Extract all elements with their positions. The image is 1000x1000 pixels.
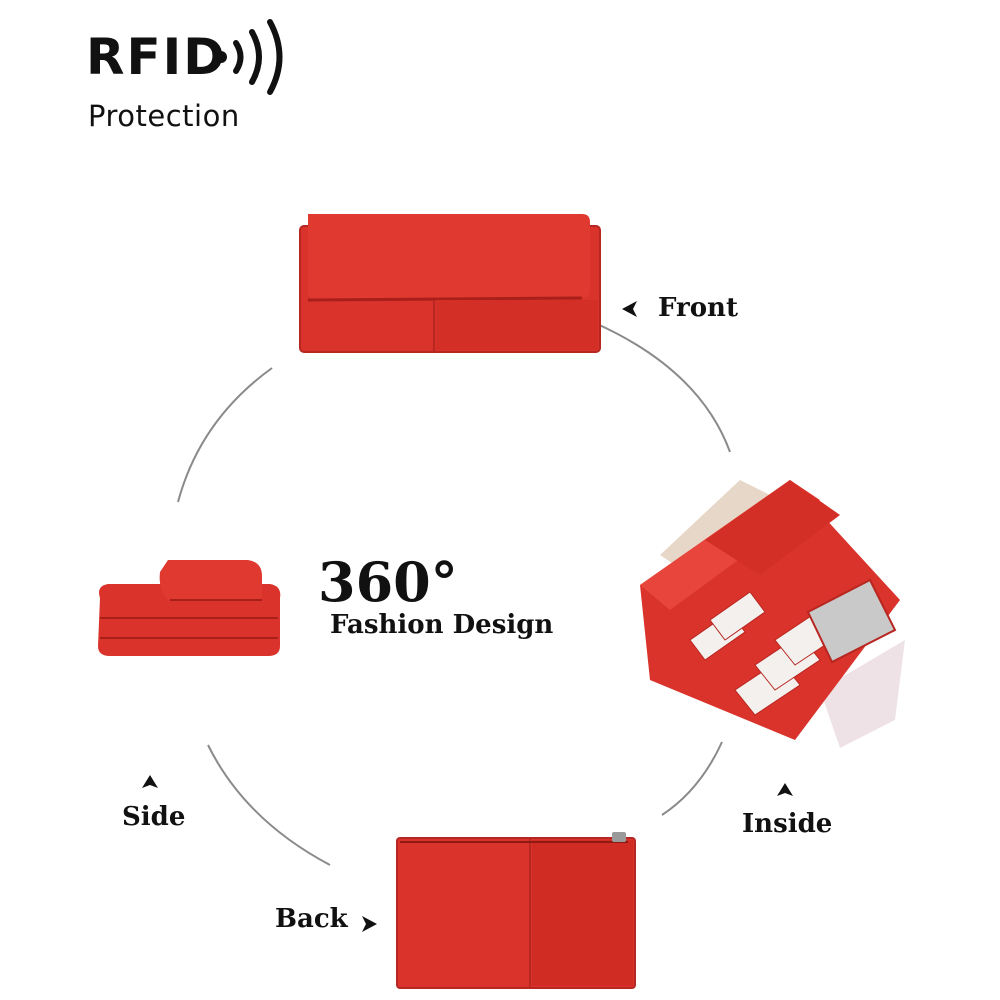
rotation-arcs	[177, 322, 731, 866]
direction-arrows	[142, 301, 793, 932]
rfid-title: RFID	[86, 28, 227, 86]
front-arrow-icon	[622, 301, 637, 317]
back-view-label: Back	[275, 904, 348, 934]
design-tagline: Fashion Design	[330, 610, 554, 640]
rotation-degrees: 360°	[318, 550, 458, 614]
inside-view-label: Inside	[742, 809, 833, 839]
wallet-side-image	[98, 560, 281, 656]
front-view-label: Front	[658, 293, 738, 323]
arc-top-right	[594, 322, 731, 453]
arc-bottom-left	[207, 744, 331, 866]
wallet-inside-image	[640, 480, 905, 748]
side-arrow-icon	[142, 775, 158, 788]
inside-arrow-icon	[777, 783, 793, 796]
back-arrow-icon	[362, 916, 377, 932]
arc-bottom-right	[661, 741, 723, 816]
rfid-subtitle: Protection	[88, 99, 240, 133]
rfid-signal-icon	[215, 19, 283, 95]
wallet-front-image	[299, 214, 601, 353]
wallet-back-image	[396, 832, 636, 989]
arc-top-left	[177, 367, 273, 503]
side-view-label: Side	[122, 802, 186, 832]
